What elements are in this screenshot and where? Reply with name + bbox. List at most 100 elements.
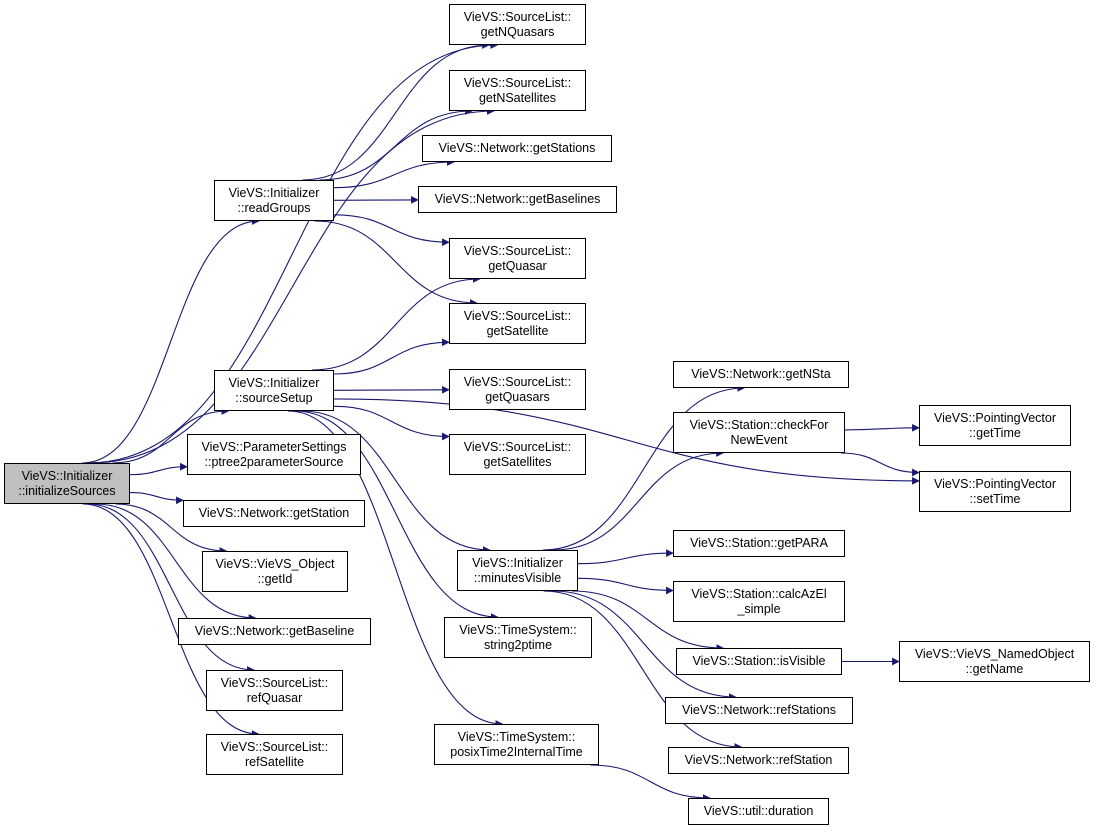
edge-initializeSources-to-refQuasar	[87, 503, 255, 674]
node-label: getQuasar	[488, 258, 547, 273]
node-label: ::sourceSetup	[235, 390, 313, 405]
node-label: ::setTime	[969, 491, 1021, 506]
node-label: ::minutesVisible	[473, 570, 562, 585]
edge-minutesVisible-to-checkForNewEvent	[553, 449, 724, 551]
node-label: VieVS::Station::getPARA	[690, 536, 828, 550]
node-label: VieVS::Station::isVisible	[692, 654, 826, 668]
node-label: VieVS::SourceList::	[220, 675, 329, 690]
node-station-getpara[interactable]: VieVS::Station::getPARA	[673, 530, 845, 557]
node-label: VieVS::TimeSystem::	[459, 622, 577, 637]
edge-minutesVisible-to-getPARA	[577, 549, 674, 565]
node-sourcelist-getsatellites[interactable]: VieVS::SourceList:: getSatellites	[449, 434, 586, 475]
node-label: VieVS::PointingVector	[933, 476, 1057, 491]
edge-sourceSetup-to-getSatellites	[333, 405, 450, 441]
node-station-checkfornewevent[interactable]: VieVS::Station::checkFor NewEvent	[673, 412, 845, 453]
node-util-duration[interactable]: VieVS::util::duration	[688, 798, 829, 825]
node-label: VieVS::VieVS_NamedObject	[914, 646, 1075, 661]
node-network-getnsta[interactable]: VieVS::Network::getNSta	[673, 361, 849, 388]
node-label: VieVS::Initializer	[228, 185, 320, 200]
edge-initializeSources-to-sourceSetup	[112, 407, 230, 464]
node-network-getbaseline[interactable]: VieVS::Network::getBaseline	[178, 618, 371, 645]
edge-initializeSources-to-getNSatellites	[90, 107, 495, 464]
node-sourcelist-refquasar[interactable]: VieVS::SourceList:: refQuasar	[206, 670, 343, 711]
node-timesystem-string2ptime[interactable]: VieVS::TimeSystem:: string2ptime	[444, 617, 592, 658]
node-namedobject-getname[interactable]: VieVS::VieVS_NamedObject ::getName	[899, 641, 1090, 682]
node-initializer-initializesources: VieVS::Initializer ::initializeSources	[4, 463, 130, 504]
node-pointingvector-settime[interactable]: VieVS::PointingVector ::setTime	[919, 471, 1071, 512]
node-network-refstation[interactable]: VieVS::Network::refStation	[668, 747, 849, 774]
edge-sourceSetup-to-getQuasar	[311, 275, 481, 371]
node-label: VieVS::util::duration	[703, 804, 814, 818]
node-sourcelist-getsatellite[interactable]: VieVS::SourceList:: getSatellite	[449, 303, 586, 344]
node-label: ::initializeSources	[18, 483, 116, 498]
edge-readGroups-to-getNQuasars	[302, 41, 490, 181]
edge-readGroups-to-getStations	[333, 158, 455, 189]
edge-checkForNewEvent-to-pv_setTime	[840, 452, 920, 477]
edge-checkForNewEvent-to-pv_getTime	[844, 423, 920, 432]
node-vievs-object-getid[interactable]: VieVS::VieVS_Object ::getId	[202, 551, 348, 592]
node-network-refstations[interactable]: VieVS::Network::refStations	[665, 697, 853, 724]
edge-minutesVisible-to-refStations	[552, 590, 737, 701]
node-label: VieVS::SourceList::	[220, 739, 329, 754]
node-label: VieVS::Initializer	[228, 375, 320, 390]
node-label: VieVS::VieVS_Object	[215, 556, 335, 571]
node-network-getbaselines[interactable]: VieVS::Network::getBaselines	[418, 186, 617, 213]
node-label: getSatellite	[486, 323, 549, 338]
node-label: VieVS::SourceList::	[463, 9, 572, 24]
node-label: ::getTime	[969, 425, 1021, 440]
edge-minutesVisible-to-isVisible	[571, 590, 724, 652]
edge-readGroups-to-getSatellite	[314, 220, 478, 307]
node-pointingvector-gettime[interactable]: VieVS::PointingVector ::getTime	[919, 405, 1071, 446]
node-label: ::getName	[965, 661, 1024, 676]
node-parametersettings-ptree2parametersource[interactable]: VieVS::ParameterSettings ::ptree2paramet…	[187, 434, 361, 475]
node-label: ::readGroups	[237, 200, 311, 215]
node-label: VieVS::SourceList::	[463, 75, 572, 90]
node-label: VieVS::PointingVector	[933, 410, 1057, 425]
node-initializer-readgroups[interactable]: VieVS::Initializer ::readGroups	[214, 180, 334, 221]
node-label: getNSatellites	[478, 90, 557, 105]
edge-minutesVisible-to-getNSta	[542, 384, 745, 551]
node-station-calcazel-simple[interactable]: VieVS::Station::calcAzEl _simple	[673, 581, 845, 622]
node-sourcelist-refsatellite[interactable]: VieVS::SourceList:: refSatellite	[206, 734, 343, 775]
node-label: string2ptime	[483, 637, 553, 652]
edge-initializeSources-to-ptree2parameterSource	[129, 462, 188, 476]
edge-initializeSources-to-getStation	[129, 492, 184, 505]
node-label: refQuasar	[246, 690, 303, 705]
node-label: ::getId	[257, 571, 293, 586]
node-label: VieVS::Network::refStation	[684, 753, 833, 767]
node-label: VieVS::ParameterSettings	[201, 439, 347, 454]
node-label: refSatellite	[244, 754, 305, 769]
edge-minutesVisible-to-calcAzEl_simple	[577, 577, 674, 595]
node-label: getQuasars	[485, 389, 550, 404]
node-label: VieVS::Station::checkFor	[689, 417, 829, 432]
node-label: getSatellites	[483, 454, 552, 469]
edge-posixTime2InternalTime-to-duration	[590, 764, 711, 802]
node-label: posixTime2InternalTime	[450, 744, 583, 759]
node-label: VieVS::SourceList::	[463, 439, 572, 454]
node-label: VieVS::Network::getStations	[438, 141, 596, 155]
node-initializer-minutesvisible[interactable]: VieVS::Initializer ::minutesVisible	[457, 550, 578, 591]
node-sourcelist-getnquasars[interactable]: VieVS::SourceList:: getNQuasars	[449, 4, 586, 45]
edge-sourceSetup-to-posixTime2InternalTime	[287, 410, 504, 728]
node-label: VieVS::Network::getBaseline	[194, 624, 355, 638]
node-label: VieVS::SourceList::	[463, 308, 572, 323]
node-sourcelist-getquasar[interactable]: VieVS::SourceList:: getQuasar	[449, 238, 586, 279]
node-initializer-sourcesetup[interactable]: VieVS::Initializer ::sourceSetup	[214, 370, 334, 411]
node-label: VieVS::Station::calcAzEl	[691, 586, 827, 601]
edge-initializeSources-to-getBaseline	[95, 503, 257, 622]
edge-sourceSetup-to-minutesVisible	[301, 410, 491, 554]
edge-initializeSources-to-refSatellite	[82, 503, 260, 738]
node-label: VieVS::Network::getNSta	[691, 367, 831, 381]
node-timesystem-posixtime2internaltime[interactable]: VieVS::TimeSystem:: posixTime2InternalTi…	[434, 724, 599, 765]
node-label: VieVS::Initializer	[21, 468, 113, 483]
node-sourcelist-getquasars[interactable]: VieVS::SourceList:: getQuasars	[449, 369, 586, 410]
node-network-getstations[interactable]: VieVS::Network::getStations	[422, 135, 612, 162]
edge-sourceSetup-to-string2ptime	[294, 410, 499, 621]
node-label: VieVS::SourceList::	[463, 243, 572, 258]
node-station-isvisible[interactable]: VieVS::Station::isVisible	[676, 648, 842, 675]
edge-minutesVisible-to-refStation	[543, 590, 743, 751]
edge-initializeSources-to-getId	[115, 503, 228, 555]
node-network-getstation[interactable]: VieVS::Network::getStation	[183, 500, 365, 527]
node-sourcelist-getnsatellites[interactable]: VieVS::SourceList:: getNSatellites	[449, 70, 586, 111]
